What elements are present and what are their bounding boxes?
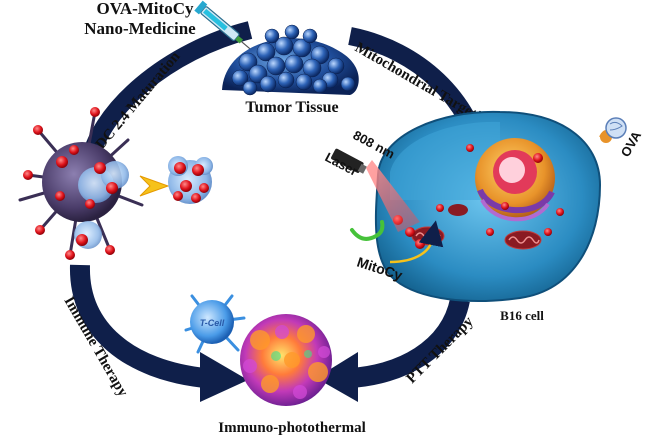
laser-wavelength-label: 808 nm — [351, 127, 398, 161]
nanoparticle-cluster-icon — [168, 156, 213, 204]
b16-cell-label: B16 cell — [500, 308, 544, 323]
laser-beam — [366, 160, 420, 232]
laser-icon — [331, 148, 367, 174]
t-cell-icon — [184, 294, 246, 354]
t-cell-label: T-Cell — [200, 318, 225, 328]
arrowhead-ptt — [316, 352, 358, 402]
dendritic-cell-icon — [18, 107, 144, 260]
mitocy-arrow-icon — [389, 220, 444, 264]
uptake-arrow-icon — [139, 175, 170, 197]
immuno-photothermal-icon — [240, 314, 332, 406]
immuno-photothermal-label: Immuno-photothermal — [218, 420, 366, 436]
b16-cell-icon — [374, 110, 602, 302]
arc-immune-therapy — [69, 264, 207, 388]
tumor-tissue-label: Tumor Tissue — [245, 99, 338, 116]
ova-antigen-icon — [599, 117, 627, 143]
syringe-icon — [194, 0, 251, 50]
tumor-tissue-icon — [222, 24, 359, 96]
dc-maturation-label: DC 2.4 Maturation — [93, 48, 184, 152]
arrowhead-immune — [200, 352, 248, 402]
title-line2: Nano-Medicine — [84, 19, 196, 38]
arc-ptt-therapy — [349, 297, 470, 388]
mitocy-icon — [350, 220, 385, 241]
title-line1: OVA-MitoCy — [97, 0, 194, 18]
